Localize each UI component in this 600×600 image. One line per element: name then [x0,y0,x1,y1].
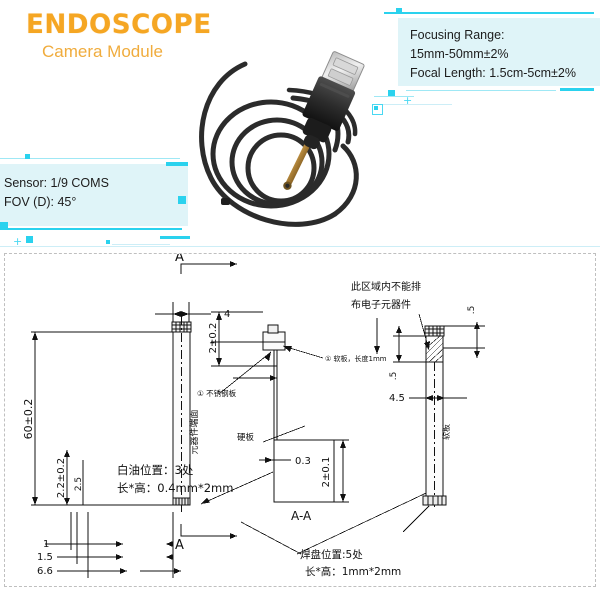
front-head-dim2: 2.5 [74,477,84,491]
front-section-marker-top: A [175,254,184,265]
white-oil-note-line1: 白油位置：3处 [117,463,194,477]
deco-line-5 [374,96,414,97]
deco-line-7 [0,228,182,230]
side-dim-left: .5 [389,372,399,381]
focusing-range-label: Focusing Range: [410,28,505,42]
detail-label-hardboard: 硬板 [237,432,255,443]
product-title-block: ENDOSCOPE Camera Module [26,10,217,63]
deco-square-1 [396,8,402,14]
callout-focusing-range: Focusing Range: 15mm-50mm±2% Focal Lengt… [398,18,600,86]
detail-top-dim: 2±0.2 [208,323,219,354]
focal-length-value: Focal Length: 1.5cm-5cm±2% [410,66,576,80]
side-note-area-line1: 此区域内不能排 [351,280,421,293]
section-aa-label: A-A [291,509,312,523]
deco-square-6 [0,222,8,230]
deco-line-3 [560,88,594,91]
pad-note-line1: 焊盘位置:5处 [300,548,363,561]
deco-square-9 [106,240,110,244]
deco-square-5 [25,154,30,159]
deco-line-1 [384,12,594,14]
sensor-value: Sensor: 1/9 COMS [4,176,109,190]
deco-square-4 [374,106,378,110]
deco-square-8 [26,236,33,243]
focusing-range-value: 15mm-50mm±2% [410,47,509,61]
deco-plus-1: + [403,94,413,107]
product-photo [185,42,400,247]
deco-square-outline-1 [372,104,383,115]
callout-sensor-specs: Sensor: 1/9 COMS FOV (D): 45° [0,164,188,226]
deco-line-6 [0,158,180,159]
front-overall-length: 60±0.2 [22,399,35,440]
deco-square-7 [178,196,186,204]
front-vertical-label: 元器件端面 [188,409,200,454]
deco-line-4 [382,104,452,105]
deco-line-10 [160,236,190,239]
detail-note-soft: ① 软板，长度1mm [325,354,387,363]
deco-line-8 [166,162,188,166]
side-note-area-line2: 布电子元器件 [351,298,411,311]
deco-line-9 [112,244,170,245]
side-dim-top-right: .5 [467,306,477,315]
deco-line-11 [0,246,600,247]
side-vertical-label: 软板 [441,424,451,440]
section-aa-height: 2±0.1 [321,457,332,488]
front-pad-dim-1: 1 [43,539,49,550]
fov-value: FOV (D): 45° [4,195,77,209]
front-pad-dim-2: 1.5 [37,552,53,563]
front-pad-dim-3: 6.6 [37,566,53,577]
deco-square-3 [388,90,395,97]
deco-line-2 [406,90,556,91]
page-subtitle: Camera Module [42,42,163,61]
technical-drawing-panel: A A 4 60±0.2 2.2±0.2 2.5 1 1.5 6.6 元器件端面… [4,253,596,587]
side-dim-width: 4.5 [389,393,405,404]
detail-note-steel: ① 不锈钢板 [197,388,237,398]
deco-plus-2: + [13,235,23,248]
pad-note-line2: 长*高：1mm*2mm [305,565,401,578]
front-width-dim: 4 [224,309,230,320]
front-section-marker-bottom: A [175,538,184,553]
white-oil-note-line2: 长*高：0.4mm*2mm [117,481,233,495]
page-title: ENDOSCOPE [26,9,212,40]
product-banner: ENDOSCOPE Camera Module + [0,0,600,252]
section-aa-thickness-val: 0.3 [295,456,311,467]
front-head-dim: 2.2±0.2 [56,458,67,498]
